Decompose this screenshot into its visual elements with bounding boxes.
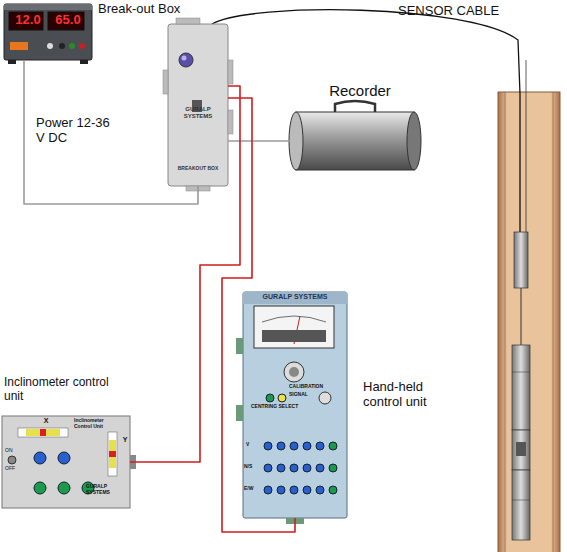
cable-line [222,98,295,532]
socket [303,442,311,450]
panel-text: N/S [244,464,258,470]
cable-line [130,86,240,462]
socket [316,486,324,494]
socket [303,464,311,472]
panel-text: OFF [5,466,21,472]
panel-text: CALIBRATION [289,384,339,390]
panel-text: GURALP SYSTEMS [247,293,343,301]
socket [303,486,311,494]
cable-connector [130,86,240,462]
cable-connector [222,98,295,532]
handheld-unit: Hand-held control unitGURALP SYSTEMSCALI… [243,292,347,518]
socket [277,442,285,450]
panel-text: CENTRING SELECT [251,404,311,410]
cable-line [24,60,198,204]
panel-text: E/W [244,486,258,492]
socket [316,442,324,450]
cable-connector [228,141,290,142]
panel-text: 65.0 [50,13,86,28]
socket [290,464,298,472]
socket [264,464,272,472]
panel-text: X [41,417,51,425]
cable-line [228,140,290,142]
breakout-box: Break-out BoxGURALP SYSTEMSBREAKOUT BOX [168,24,228,186]
edge-label: Power 12-36 V DC [36,116,116,146]
socket [316,464,324,472]
panel-text: BREAKOUT BOX [171,166,225,172]
unit-label: Hand-held control unit [363,380,455,410]
panel-text: SIGNAL [289,392,339,398]
power-supply: 12.0 65.0 [4,4,92,60]
panel-text: Inclinometer Control Unit [74,418,108,430]
panel-text: GURALP SYSTEMS [86,484,126,496]
panel-text: ON [5,448,21,454]
socket [329,486,337,494]
socket [277,464,285,472]
unit-label: Break-out Box [98,2,208,17]
socket [264,486,272,494]
recorder: Recorder [290,112,421,170]
cable-label: SENSOR CABLE [398,4,499,19]
panel-text: V [246,442,258,448]
socket [264,442,272,450]
inclinometer-unit: Inclinometer control unitXYInclinometer … [2,416,130,508]
socket [329,464,337,472]
panel-text: GURALP SYSTEMS [172,106,224,120]
socket [290,486,298,494]
unit-label: Inclinometer control unit [4,376,114,404]
socket [329,442,337,450]
socket [277,486,285,494]
panel-text: 12.0 [11,13,45,28]
socket [290,442,298,450]
cable-connector [24,60,198,204]
unit-label: Recorder [310,82,410,99]
panel-text: Y [120,436,130,444]
